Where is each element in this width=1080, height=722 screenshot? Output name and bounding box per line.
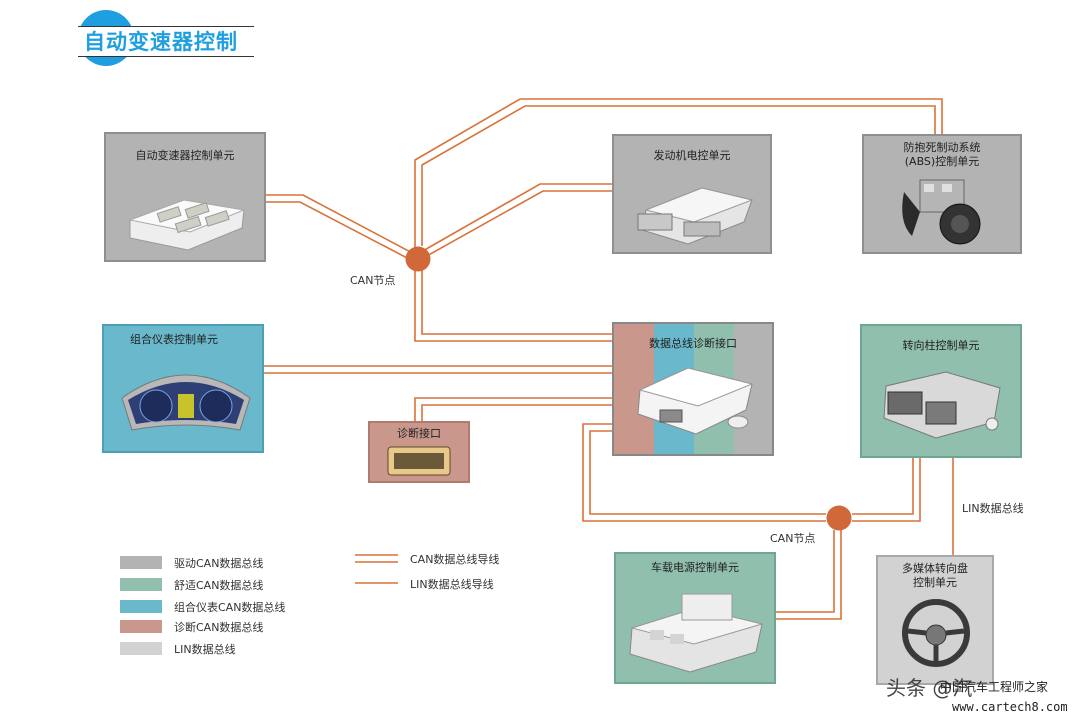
- can-wire-power: [776, 530, 835, 613]
- legend-lin-swatch: [120, 642, 162, 655]
- can-node-1-label: CAN节点: [350, 274, 396, 287]
- multimedia-label-line1: 多媒体转向盘: [902, 562, 968, 575]
- title-bottom-rule: [78, 56, 254, 57]
- multimedia-wheel-module-box: 多媒体转向盘 控制单元: [876, 555, 994, 685]
- legend-lin-wire-label: LIN数据总线导线: [410, 578, 494, 591]
- can-wire-comfort: [582, 423, 826, 522]
- cluster-device-icon: [121, 374, 251, 431]
- can-wire-steering: [852, 458, 921, 522]
- legend-diag-can-swatch: [120, 620, 162, 633]
- ecu-module-box: 发动机电控单元: [612, 134, 772, 254]
- steering-column-device-icon: [883, 371, 1001, 439]
- can-wire-diag: [421, 404, 614, 422]
- legend-diag-can-label: 诊断CAN数据总线: [174, 621, 264, 634]
- tcu-module-box: 自动变速器控制单元: [104, 132, 266, 262]
- can-wire-gateway: [421, 268, 614, 335]
- can-wire-gateway: [414, 266, 614, 342]
- page-title: 自动变速器控制: [84, 30, 238, 54]
- steering-column-label: 转向柱控制单元: [902, 339, 980, 352]
- legend-cluster-can-label: 组合仪表CAN数据总线: [174, 601, 286, 614]
- watermark-brand: 头条 @汽: [886, 676, 973, 700]
- ecu-label: 发动机电控单元: [653, 149, 731, 162]
- gateway-module-box: 数据总线诊断接口: [612, 322, 774, 456]
- gateway-device-icon: [637, 367, 754, 435]
- watermark-url: www.cartech8.com: [952, 700, 1068, 714]
- cluster-label: 组合仪表控制单元: [130, 333, 218, 346]
- can-node-2-label: CAN节点: [770, 532, 816, 545]
- abs-label-line1: 防抱死制动系统: [903, 141, 981, 154]
- diag-port-box: 诊断接口: [368, 421, 470, 483]
- can-wire-tcu: [266, 201, 412, 261]
- power-label: 车载电源控制单元: [651, 561, 739, 574]
- abs-device-icon: [902, 179, 981, 245]
- tcu-device-icon: [128, 199, 246, 251]
- steering-wheel-icon: [902, 599, 970, 667]
- lin-bus-label: LIN数据总线: [962, 502, 1024, 515]
- multimedia-label-line2: 控制单元: [913, 576, 957, 589]
- power-device-icon: [629, 593, 764, 673]
- legend-drive-can-label: 驱动CAN数据总线: [174, 557, 264, 570]
- diag-port-label: 诊断接口: [397, 427, 441, 440]
- steering-column-module-box: 转向柱控制单元: [860, 324, 1022, 458]
- can-wire-ecu: [424, 190, 614, 258]
- legend-can-wire-label: CAN数据总线导线: [410, 553, 500, 566]
- can-wire-diag: [414, 397, 614, 422]
- legend-lin-label: LIN数据总线: [174, 643, 236, 656]
- gateway-label: 数据总线诊断接口: [649, 337, 737, 350]
- cluster-module-box: 组合仪表控制单元: [102, 324, 264, 453]
- legend-comfort-can-swatch: [120, 578, 162, 591]
- abs-label-line2: (ABS)控制单元: [904, 155, 980, 168]
- tcu-label: 自动变速器控制单元: [135, 149, 235, 162]
- can-wire-abs: [421, 105, 936, 246]
- title-band: [78, 26, 254, 56]
- watermark-site-cn: 中国汽车工程师之家: [940, 680, 1049, 694]
- can-wire-tcu: [266, 194, 419, 257]
- legend-comfort-can-label: 舒适CAN数据总线: [174, 579, 264, 592]
- title-top-rule: [78, 26, 254, 27]
- legend-cluster-can-swatch: [120, 600, 162, 613]
- abs-module-box: 防抱死制动系统 (ABS)控制单元: [862, 134, 1022, 254]
- can-wire-ecu: [420, 183, 614, 253]
- can-wire-power: [776, 530, 842, 620]
- can-wire-abs: [414, 98, 943, 248]
- can-node-1: [405, 246, 431, 272]
- can-node-2: [826, 505, 852, 531]
- power-module-box: 车载电源控制单元: [614, 552, 776, 684]
- can-wire-comfort: [589, 430, 826, 515]
- ecu-device-icon: [637, 187, 754, 245]
- legend-drive-can-swatch: [120, 556, 162, 569]
- diag-connector-icon: [387, 446, 451, 476]
- can-wire-steering: [852, 458, 914, 515]
